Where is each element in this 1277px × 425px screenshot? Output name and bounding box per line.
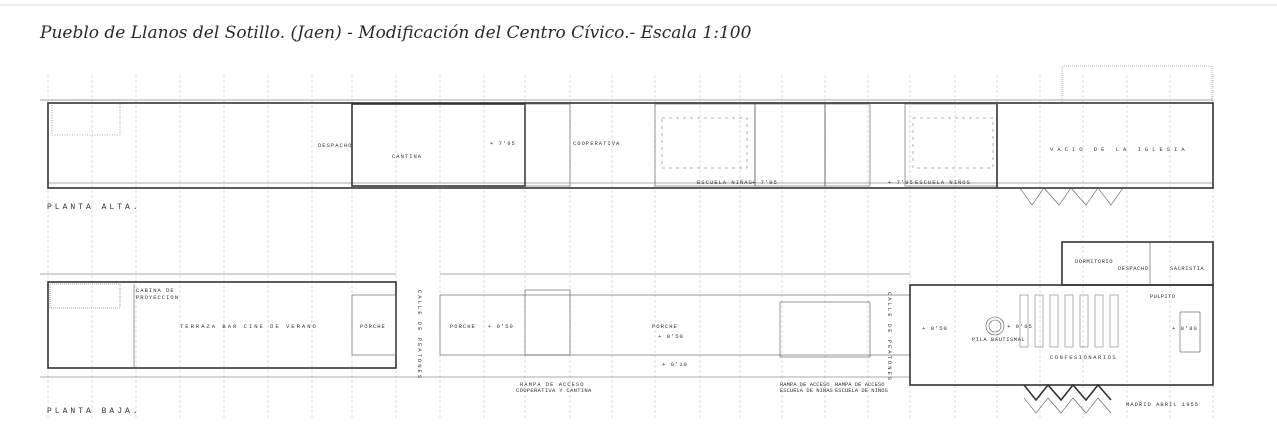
- label-calle-peatones-1: CALLE DE PEATONES: [416, 290, 423, 380]
- label-vacio-iglesia: VACIO DE LA IGLESIA: [1050, 146, 1189, 153]
- label-porche-3: PORCHE: [652, 323, 678, 330]
- label-firma-fecha: MADRID ABRIL 1955: [1126, 401, 1199, 408]
- church-pews: [1019, 294, 1119, 348]
- label-cantina: CANTINA: [392, 153, 422, 160]
- label-dormitorio: DORMITORIO: [1075, 258, 1113, 265]
- label-level-ninas: + 7'95: [752, 179, 778, 186]
- label-cabina: CABINA DE: [136, 287, 175, 294]
- planta-baja: CABINA DE PROYECCION TERRAZA BAR CINE DE…: [40, 241, 1214, 416]
- label-rampa-coop: RAMPA DE ACCESO: [520, 381, 585, 388]
- label-porche-1: PORCHE: [360, 323, 386, 330]
- label-terraza: TERRAZA BAR CINE DE VERANO: [180, 323, 318, 330]
- label-level-010: + 0'10: [662, 361, 688, 368]
- label-planta-alta: PLANTA ALTA.: [47, 203, 141, 212]
- label-proyeccion: PROYECCION: [136, 294, 179, 301]
- label-cooperativa: COOPERATIVA: [573, 140, 620, 147]
- label-pila-bautismal: PILA BAUTISMAL: [972, 336, 1025, 343]
- drawing-title: Pueblo de Llanos del Sotillo. (Jaen) - M…: [39, 23, 752, 43]
- label-level-cantina: + 7'95: [490, 140, 516, 147]
- label-level-iglesia: + 0'50: [922, 325, 948, 332]
- label-rampa-ninas: RAMPA DE ACCESO: [780, 381, 830, 388]
- label-pulpito: PULPITO: [1150, 293, 1176, 300]
- label-rampa-ninas-2: ESCUELA DE NIÑAS: [780, 387, 834, 394]
- planta-alta: DESPACHO CANTINA + 7'95 COOPERATIVA ESCU…: [40, 65, 1214, 212]
- label-level-porche-3: + 0'50: [658, 333, 684, 340]
- label-rampa-coop-2: COOPERATIVA Y CANTINA: [516, 387, 592, 394]
- label-level-ninos: + 7'95: [888, 179, 914, 186]
- label-rampa-ninos-2: ESCUELA DE NIÑOS: [835, 387, 889, 394]
- label-planta-baja: PLANTA BAJA.: [47, 407, 141, 416]
- label-despacho-alta: DESPACHO: [318, 142, 352, 149]
- label-level-porche-2: + 0'50: [488, 323, 514, 330]
- label-rampa-ninos: RAMPA DE ACCESO: [835, 381, 885, 388]
- label-level-altar: + 0'80: [1172, 325, 1198, 332]
- label-despacho-baja: DESPACHO: [1118, 265, 1149, 272]
- label-escuela-ninos: ESCUELA NIÑOS: [915, 179, 971, 186]
- label-level-pila: + 0'65: [1007, 323, 1033, 330]
- label-sacristia: SACRISTIA: [1170, 265, 1204, 272]
- label-porche-2: PORCHE: [450, 323, 476, 330]
- label-confesionarios: CONFESIONARIOS: [1050, 354, 1117, 361]
- classroom-desks: [661, 117, 994, 169]
- label-calle-peatones-2: CALLE DE PEATONES: [886, 292, 893, 382]
- label-escuela-ninas: ESCUELA NIÑAS: [697, 179, 753, 186]
